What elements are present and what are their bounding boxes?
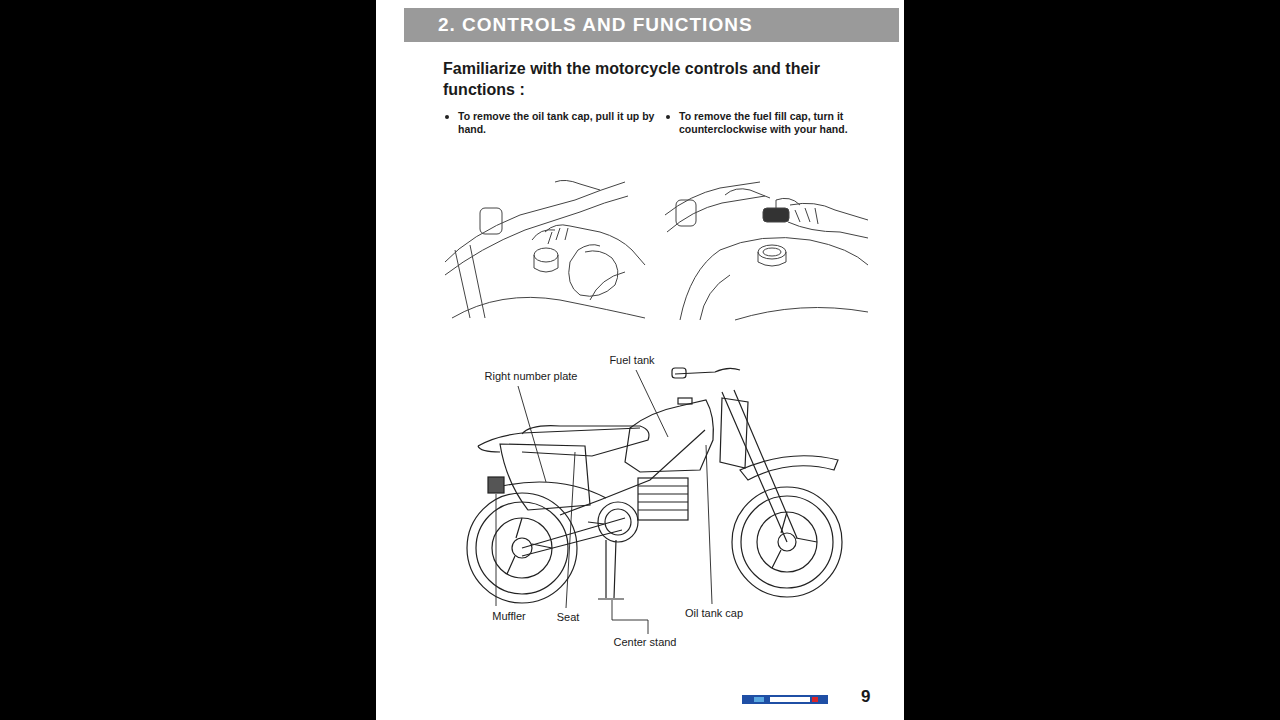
section-title: 2. CONTROLS AND FUNCTIONS (404, 8, 899, 42)
fuel-cap-sketch (665, 182, 868, 320)
leader-line (496, 370, 712, 634)
bullet-dot (445, 115, 449, 119)
instruction-text: To remove the oil tank cap, pull it up b… (458, 110, 656, 136)
page-number: 9 (861, 687, 870, 707)
part-label: Center stand (614, 636, 677, 649)
bullet-dot (666, 115, 670, 119)
motorcycle-drawing (467, 368, 842, 603)
publisher-logo (742, 695, 828, 704)
intro-heading: Familiarize with the motorcycle controls… (443, 58, 863, 100)
page-sheet (376, 0, 904, 720)
part-label: Right number plate (485, 370, 578, 383)
instruction-text: To remove the fuel fill cap, turn it cou… (679, 110, 877, 136)
part-label: Fuel tank (609, 354, 654, 367)
part-label: Oil tank cap (685, 607, 743, 620)
part-label: Seat (557, 611, 580, 624)
oil-cap-sketch (445, 180, 645, 318)
section-band: 2. CONTROLS AND FUNCTIONS (404, 8, 899, 42)
part-label: Muffler (492, 610, 525, 623)
